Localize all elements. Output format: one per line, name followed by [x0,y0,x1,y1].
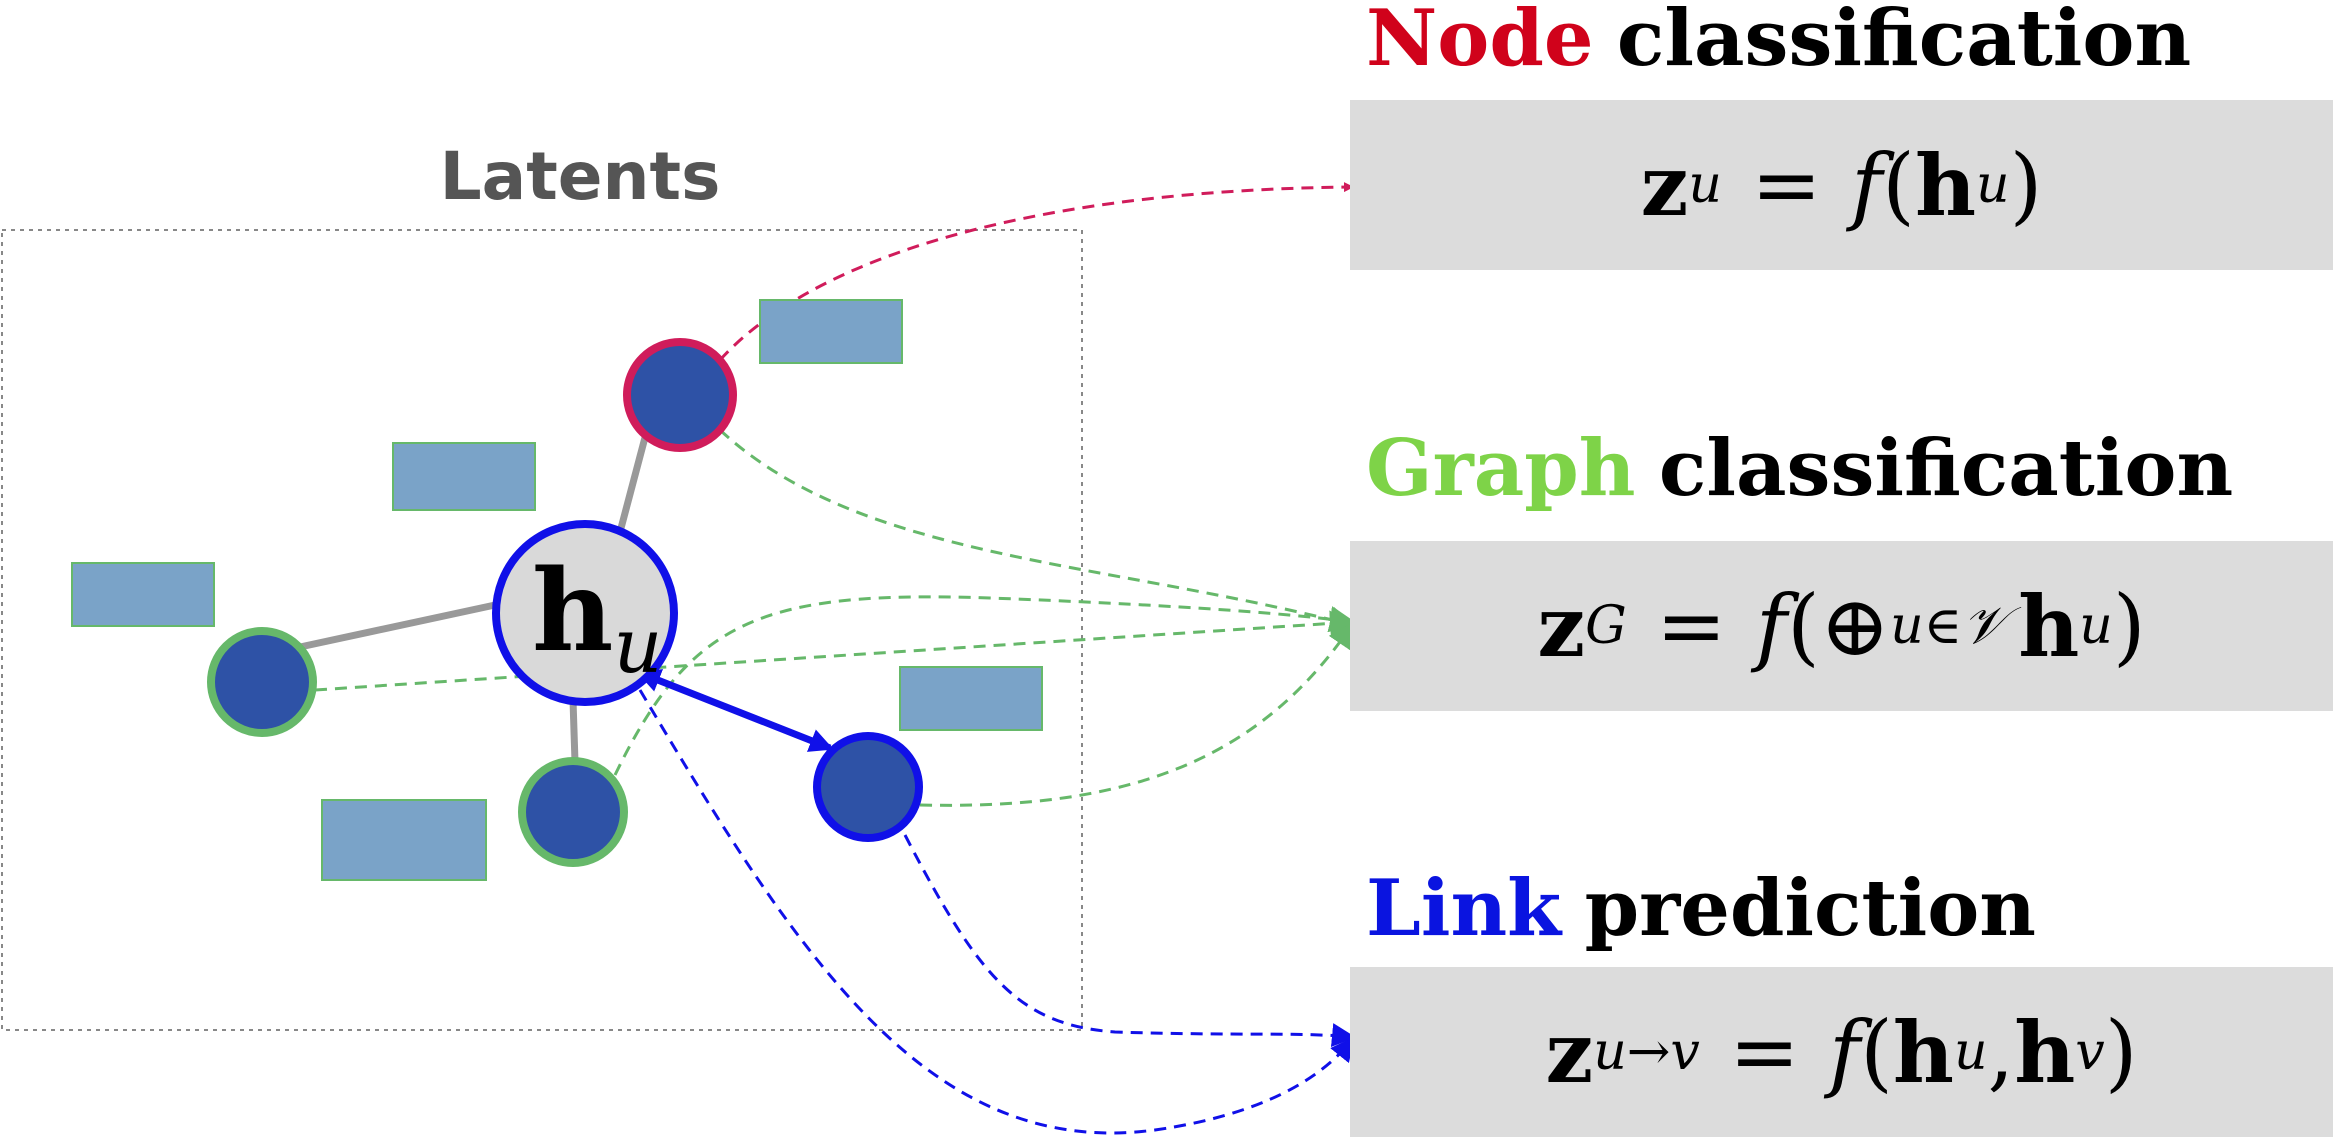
graph-task-arrows [314,428,1356,807]
link-rest: prediction [1584,863,2036,954]
link-keyword: Link [1366,863,1562,954]
edge-center-top [616,429,651,533]
link-task-arrows [638,689,1356,1135]
node-rest: classification [1616,0,2192,84]
latents-frame [1,229,1083,1031]
feature-box-right [899,666,1043,731]
feature-box-left [71,562,215,627]
edge-center-bottom [569,699,579,763]
node-left [207,627,317,737]
edge-center-left [299,601,496,651]
node-v [813,732,923,842]
feature-box-bottom [321,799,487,881]
graph-rest: classification [1658,423,2234,514]
node-center-hu [492,520,678,706]
feature-box-top-right [759,299,903,364]
node-keyword: Node [1366,0,1594,84]
link-edge [636,669,834,752]
center-node-label: hu [532,546,662,690]
node-top [623,338,737,452]
latents-title: Latents [439,138,721,215]
graph-edges [299,429,651,763]
node-bottom [518,757,628,867]
graph-keyword: Graph [1366,423,1636,514]
feature-box-top-left [392,442,536,511]
feature-boxes [71,299,1043,881]
